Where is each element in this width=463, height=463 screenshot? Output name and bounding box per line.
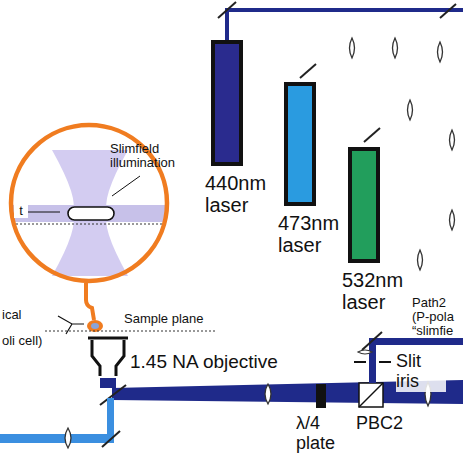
inset-stem bbox=[45, 283, 215, 334]
main-beam bbox=[0, 332, 463, 448]
laser-box bbox=[348, 147, 380, 263]
callout-label: “slimfie bbox=[412, 324, 453, 338]
laser-node: 440nm laser bbox=[211, 40, 243, 166]
callout-label: (P-pola bbox=[412, 310, 454, 324]
callout-label: ical bbox=[2, 308, 22, 322]
laser-node: 532nm laser bbox=[348, 147, 380, 263]
inset-circle: tSlimfield illumination bbox=[8, 122, 170, 284]
callout-label: PBC2 bbox=[356, 414, 403, 434]
callout-label: λ/4 plate bbox=[296, 414, 340, 454]
callout-label: Slit iris bbox=[396, 352, 446, 392]
callout-label: oli cell) bbox=[2, 334, 42, 348]
cut-label: t bbox=[14, 204, 28, 218]
beam-path bbox=[218, 2, 463, 142]
laser-box bbox=[211, 40, 243, 166]
laser-label: 532nm laser bbox=[342, 269, 414, 313]
laser-node: 473nm laser bbox=[284, 82, 316, 206]
callout-label: Sample plane bbox=[124, 312, 204, 326]
callout-label: 1.45 NA objective bbox=[130, 352, 278, 373]
laser-label: 473nm laser bbox=[278, 212, 350, 256]
laser-label: 440nm laser bbox=[205, 172, 277, 216]
laser-box bbox=[284, 82, 316, 206]
callout-label: Path2 bbox=[412, 296, 446, 310]
objective bbox=[88, 338, 128, 376]
inset-label: Slimfield illumination bbox=[110, 142, 190, 171]
